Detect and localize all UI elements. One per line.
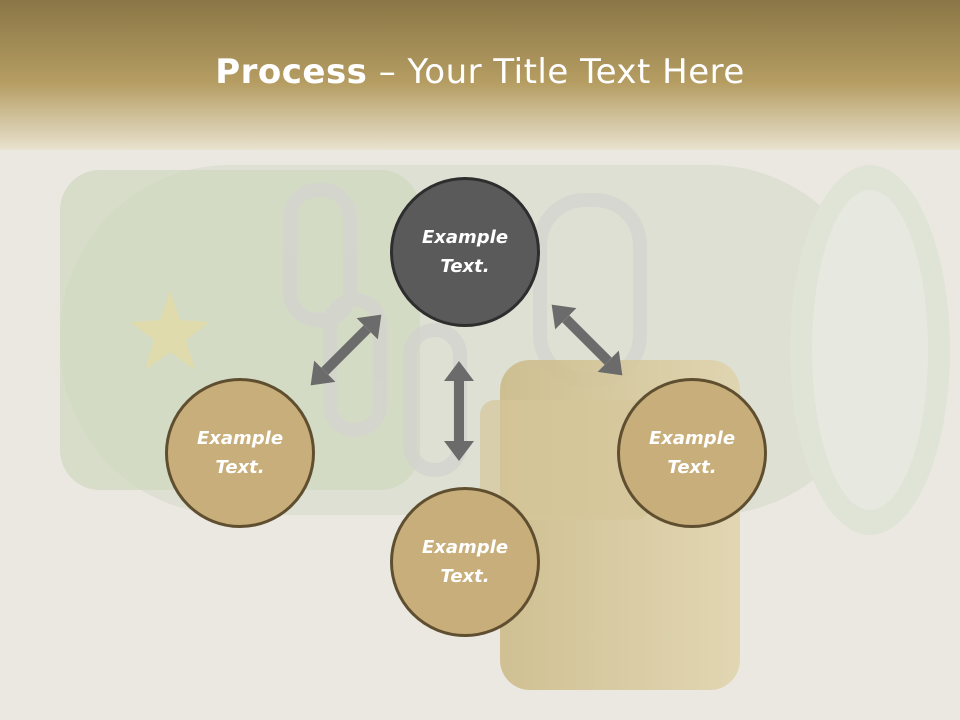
node-top-label: Example Text.: [421, 227, 509, 277]
arrow-top-right: [551, 304, 623, 376]
node-right: Example Text.: [617, 378, 767, 528]
page-title: Process – Your Title Text Here: [0, 52, 960, 92]
node-left: Example Text.: [165, 378, 315, 528]
node-bottom-label: Example Text.: [421, 537, 509, 587]
node-top: Example Text.: [390, 177, 540, 327]
arrow-left-top: [310, 314, 382, 386]
arrow-top-bottom: [444, 361, 474, 461]
node-right-label: Example Text.: [648, 428, 736, 478]
title-rest: – Your Title Text Here: [367, 52, 745, 92]
node-bottom: Example Text.: [390, 487, 540, 637]
node-left-label: Example Text.: [196, 428, 284, 478]
title-bold: Process: [215, 52, 368, 92]
